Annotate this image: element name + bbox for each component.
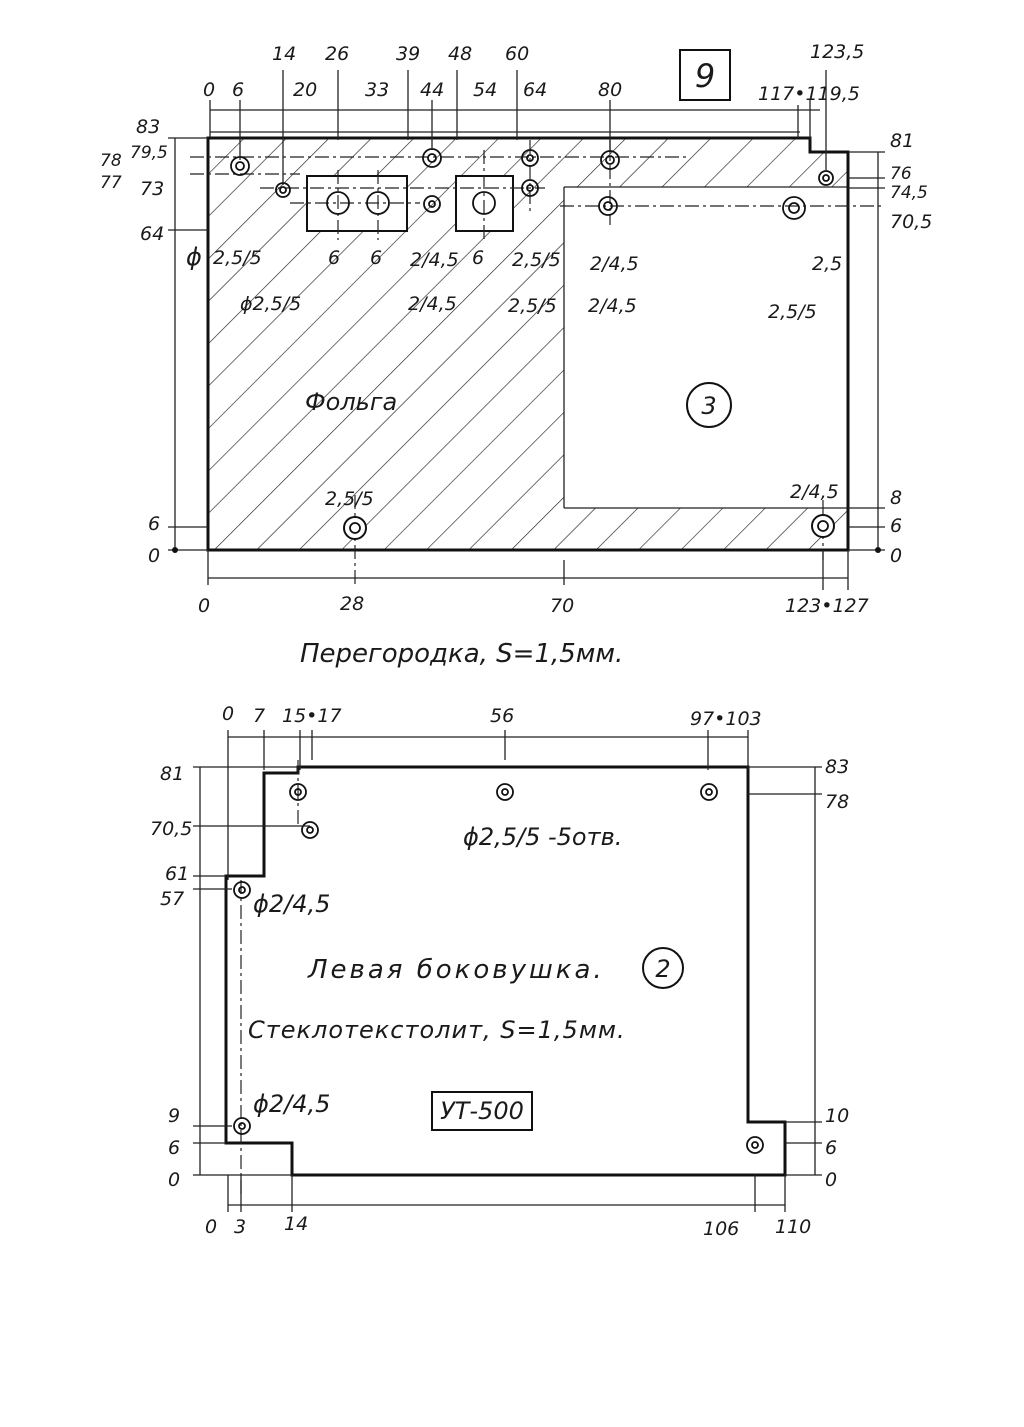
sp-dim-right-78: 78: [825, 791, 849, 813]
dim-bot-0: 0: [198, 595, 210, 617]
dim-left-78: 78: [100, 151, 122, 171]
dim-right-0: 0: [890, 545, 902, 567]
dim-left-79-5: 79,5: [130, 143, 168, 163]
hole-label-j: 2/4,5: [408, 293, 457, 315]
dim-right-76: 76: [890, 164, 912, 184]
hole-label-l: 2/4,5: [588, 295, 637, 317]
sp-dim-bot-0: 0: [205, 1216, 217, 1238]
sp-dim-right-10: 10: [825, 1105, 849, 1127]
dim-sec-6: 6: [232, 79, 244, 101]
sp-hole-label-1: ϕ2/4,5: [253, 890, 330, 918]
sp-dim-top-7: 7: [253, 705, 265, 727]
dim-sec-117-119-5: 117•119,5: [758, 83, 860, 105]
sp-dim-top-56: 56: [490, 705, 514, 727]
dim-left-6: 6: [148, 513, 160, 535]
partition-caption: Перегородка, S=1,5мм.: [300, 639, 623, 669]
dim-right-6: 6: [890, 515, 902, 537]
dim-top-60: 60: [505, 43, 529, 65]
dim-top-26: 26: [325, 43, 349, 65]
dim-bot-28: 28: [340, 593, 364, 615]
stamp-text: УТ-500: [440, 1097, 524, 1125]
dim-left-64: 64: [140, 223, 164, 245]
dim-top-39: 39: [396, 43, 420, 65]
dim-right-81: 81: [890, 130, 914, 152]
side-panel-holes: [233, 783, 764, 1154]
sp-title: Левая боковушка.: [307, 955, 605, 985]
sp-holes-note: ϕ2,5/5 -5отв.: [463, 823, 622, 851]
sp-material: Стеклотекстолит, S=1,5мм.: [248, 1016, 626, 1044]
sheet-number-box: 9: [679, 49, 731, 101]
dim-left-73: 73: [140, 178, 164, 200]
part-marker-3: 3: [701, 392, 716, 420]
dim-left-0: 0: [148, 545, 160, 567]
sheet-number: 9: [695, 57, 715, 95]
sp-dim-left-81: 81: [160, 763, 184, 785]
sp-dim-right-0: 0: [825, 1169, 837, 1191]
sp-dim-left-57: 57: [160, 888, 184, 910]
dim-bot-70: 70: [550, 595, 574, 617]
part-marker-circle-2: [642, 947, 684, 989]
dim-right-74-5: 74,5: [890, 183, 928, 203]
dim-bot-123-127: 123•127: [785, 595, 869, 617]
hole-label-a: 2,5/5: [213, 247, 262, 269]
hole-label-h: 2,5: [812, 253, 842, 275]
dim-left-77: 77: [100, 173, 122, 193]
dim-left-83: 83: [136, 116, 160, 138]
dim-top-48: 48: [448, 43, 472, 65]
stamp-box: [431, 1091, 533, 1131]
sp-dim-bot-106: 106: [703, 1218, 739, 1240]
window-cutout: [564, 187, 848, 508]
sp-dim-bot-110: 110: [775, 1216, 811, 1238]
dim-right-8: 8: [890, 487, 902, 509]
side-panel-drawing: 0 7 15•17 56 97•103 81 70,5 61 57 9 6 0 …: [150, 703, 849, 1240]
partition-holes: [230, 148, 835, 540]
part-marker-circle-3: [686, 382, 732, 428]
hole-label-e: 6: [472, 247, 484, 269]
hole-label-n: 2,5/5: [325, 488, 374, 510]
hole-label-o: 2/4,5: [790, 481, 839, 503]
hole-label-i: ϕ2,5/5: [240, 293, 301, 315]
sp-dim-left-6: 6: [168, 1137, 180, 1159]
hole-label-b: 6: [328, 247, 340, 269]
part-marker-2: 2: [655, 955, 670, 983]
dim-sec-20: 20: [293, 79, 317, 101]
sp-dim-top-15-17: 15•17: [282, 705, 342, 727]
sp-dim-right-6: 6: [825, 1137, 837, 1159]
phi-symbol: ϕ: [186, 243, 202, 271]
hole-label-d: 2/4,5: [410, 249, 459, 271]
foil-label: Фольга: [305, 388, 397, 416]
dim-sec-80: 80: [598, 79, 622, 101]
sp-hole-label-2: ϕ2/4,5: [253, 1090, 330, 1118]
dim-sec-44: 44: [420, 79, 444, 101]
hole-label-f: 2,5/5: [512, 249, 561, 271]
hole-label-m: 2,5/5: [768, 301, 817, 323]
dim-top-123-5: 123,5: [810, 41, 864, 63]
dim-sec-54: 54: [473, 79, 497, 101]
sp-dim-left-0: 0: [168, 1169, 180, 1191]
sp-dim-left-9: 9: [168, 1105, 180, 1127]
dim-right-70-5: 70,5: [890, 211, 932, 233]
hole-label-c: 6: [370, 247, 382, 269]
dim-sec-33: 33: [365, 79, 389, 101]
dim-sec-64: 64: [523, 79, 547, 101]
sp-dim-top-0: 0: [222, 703, 234, 725]
sp-dim-left-61: 61: [165, 863, 189, 885]
hole-label-k: 2,5/5: [508, 295, 557, 317]
sp-dim-top-97-103: 97•103: [690, 708, 762, 730]
sp-dim-left-70-5: 70,5: [150, 818, 192, 840]
dim-top-14: 14: [272, 43, 296, 65]
sp-dim-bot-3: 3: [234, 1216, 246, 1238]
hole-label-g: 2/4,5: [590, 253, 639, 275]
sp-dim-right-83: 83: [825, 756, 849, 778]
dim-sec-0: 0: [203, 79, 215, 101]
partition-drawing: 14 26 39 48 60 123,5 0 6 20 33 44 54 64 …: [100, 41, 932, 617]
side-panel-outline: [224, 765, 787, 1177]
sp-dim-bot-14: 14: [284, 1213, 308, 1235]
